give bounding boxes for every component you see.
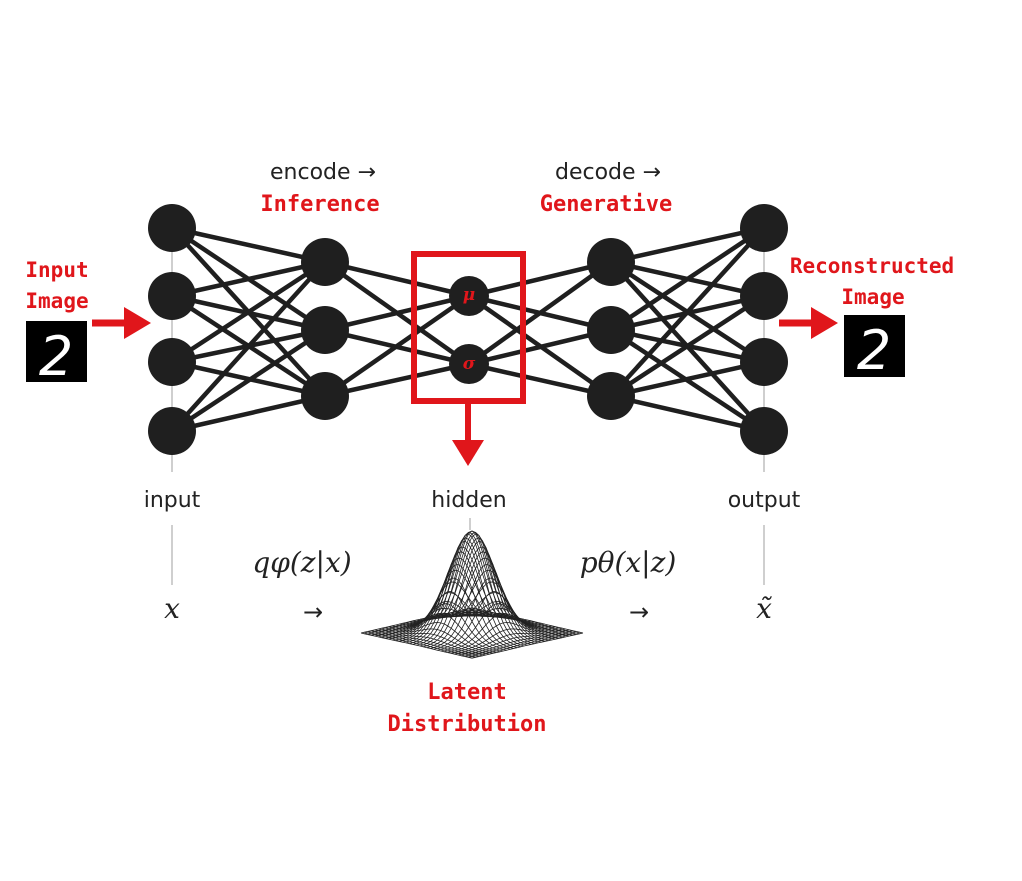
decode-label: decode → [555,160,661,185]
input-arrow [92,307,151,339]
decoder-distribution: pθ(x|z) [580,546,677,579]
decoder-arrow: → [629,598,649,626]
node-output-1 [740,204,788,252]
node-encoder-hidden-3 [301,372,349,420]
gauss-mesh-line-u-23 [440,603,552,652]
gauss-mesh-line-v-28 [374,629,486,656]
edge-input-1-to-encoder-hidden-1 [171,225,326,265]
edge-latent-1-to-decoder-hidden-1 [468,259,612,299]
node-output-2 [740,272,788,320]
gauss-mesh-line-u-31 [468,631,580,658]
edge-decoder-hidden-2-to-output-1 [609,226,766,332]
edge-encoder-hidden-3-to-latent-2 [324,361,470,399]
latent-down-arrow [452,401,484,466]
latent-caption-line2: Distribution [388,712,547,737]
edge-encoder-hidden-3-to-latent-1 [323,294,471,398]
gauss-mesh-line-u-25 [447,622,559,653]
gauss-mesh-line-u-27 [454,628,566,655]
reconstructed-image-title-line2: Image [841,285,904,309]
output-arrow [779,307,838,339]
gauss-mesh-line-v-29 [371,630,483,657]
edge-encoder-hidden-2-to-latent-1 [324,293,470,333]
inference-label: Inference [260,192,379,217]
input-image-title-line2: Image [25,289,88,313]
encode-label: encode → [270,160,376,185]
edge-input-4-to-encoder-hidden-2 [170,328,327,433]
gauss-mesh-line-v-18 [409,540,521,648]
node-input-4 [148,407,196,455]
node-input-2 [148,272,196,320]
gauss-mesh-line-v-26 [381,627,493,654]
edge-input-4-to-encoder-hidden-1 [170,260,327,433]
edge-decoder-hidden-3-to-output-1 [609,226,766,398]
gauss-mesh-line-v-30 [367,631,479,657]
node-input-3 [148,338,196,386]
hidden-layer-label: hidden [431,488,506,513]
node-decoder-hidden-1 [587,238,635,286]
node-encoder-hidden-1 [301,238,349,286]
output-digit-image: 2 [844,315,905,382]
encoder-distribution: qφ(z|x) [252,546,351,579]
gauss-mesh-line-v-31 [364,631,476,658]
gauss-mesh-line-v-22 [395,591,507,651]
latent-gaussian-surface [360,530,584,659]
network-nodes [148,204,788,455]
layer-guides [171,210,765,585]
gauss-mesh-line-u-26 [451,627,563,654]
reconstructed-image-title-line1: Reconstructed [790,254,954,278]
gauss-mesh-line-u-32 [471,632,584,659]
edge-input-4-to-encoder-hidden-3 [171,393,326,434]
node-output-3 [740,338,788,386]
node-decoder-hidden-2 [587,306,635,354]
edge-latent-2-to-decoder-hidden-1 [467,260,613,366]
gauss-mesh-line-u-17 [419,533,532,647]
output-digit: 2 [857,319,891,382]
sigma-node-label: σ [463,354,476,374]
gauss-mesh-line-u-30 [465,631,577,657]
input-digit-image: 2 [26,321,87,388]
node-latent-2 [449,344,489,384]
edge-input-3-to-encoder-hidden-1 [170,260,327,364]
node-encoder-hidden-2 [301,306,349,354]
input-image-title-line1: Input [25,258,88,282]
gauss-mesh-line-u-28 [458,629,570,656]
gauss-mesh-line-u-29 [461,630,573,657]
encoder-arrow: → [303,598,323,626]
node-input-1 [148,204,196,252]
node-output-4 [740,407,788,455]
edge-input-2-to-encoder-hidden-1 [171,259,326,299]
input-layer-label: input [144,488,201,513]
node-latent-1 [449,276,489,316]
gauss-mesh-line-v-17 [412,533,525,647]
gauss-mesh-line-u-22 [437,591,549,651]
node-decoder-hidden-3 [587,372,635,420]
input-digit: 2 [39,325,73,388]
gauss-mesh-line-v-32 [360,632,473,659]
gauss-mesh-line-v-23 [392,603,504,652]
mu-node-label: μ [463,285,475,305]
gauss-mesh-line-v-24 [388,613,500,653]
output-layer-label: output [728,488,801,513]
gauss-mesh-line-v-27 [378,628,490,655]
edge-decoder-hidden-3-to-output-4 [610,393,765,434]
network-edges [170,225,766,434]
edge-decoder-hidden-1-to-output-1 [610,225,765,265]
x-tilde-variable: x̃ [756,592,772,625]
edge-latent-2-to-decoder-hidden-2 [468,327,612,367]
gauss-mesh-line-u-18 [423,540,535,648]
edge-encoder-hidden-1-to-latent-1 [324,259,470,299]
edge-latent-2-to-decoder-hidden-3 [468,361,612,399]
x-variable: x [164,592,180,625]
gauss-mesh-line-u-24 [444,613,556,653]
edge-decoder-hidden-3-to-output-2 [609,294,766,398]
edge-decoder-hidden-3-to-output-3 [610,359,765,399]
gauss-mesh-line-v-25 [385,622,497,653]
latent-caption-line1: Latent [427,680,506,705]
generative-label: Generative [540,192,672,217]
